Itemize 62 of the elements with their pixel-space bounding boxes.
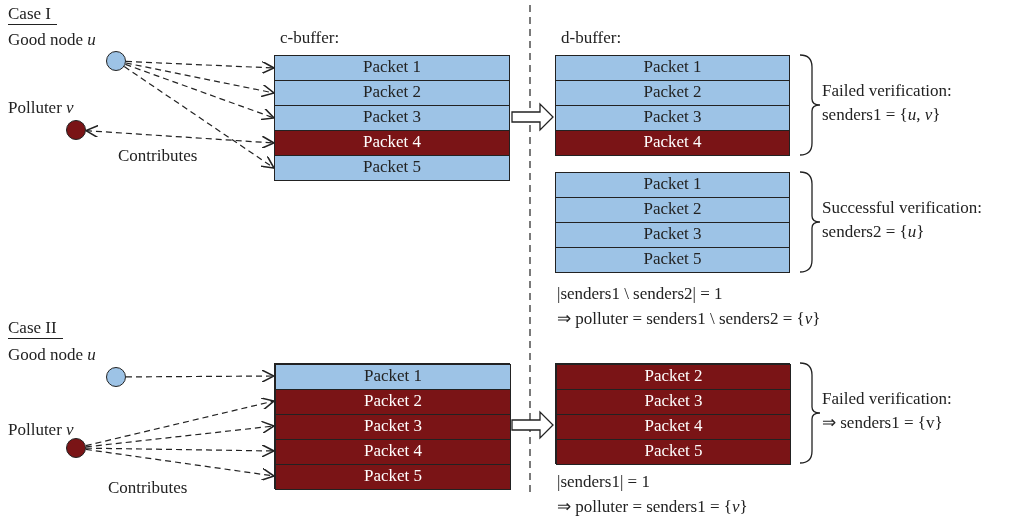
- packet-row: Packet 4: [275, 439, 511, 465]
- edge-caption: Contributes: [108, 478, 188, 498]
- case-heading: Case II: [8, 318, 63, 339]
- packet-row: Packet 4: [556, 414, 791, 440]
- equation: ⇒ polluter = senders1 \ senders2 = {v}: [557, 309, 821, 329]
- packet-row: Packet 5: [556, 439, 791, 465]
- verification-status: Failed verification:: [822, 389, 952, 409]
- block-arrow: [511, 410, 554, 440]
- arrow: [124, 63, 275, 121]
- buffer-stack: [555, 28, 790, 155]
- block-arrow: [511, 102, 554, 132]
- packet-row: Packet 2: [555, 80, 790, 106]
- packet-row: Packet 3: [274, 105, 510, 131]
- packet-row: Packet 4: [274, 130, 510, 156]
- buffer-label: c-buffer:: [280, 28, 340, 48]
- node-label: Polluter v: [8, 420, 74, 440]
- node-circle: [66, 438, 86, 458]
- buffer-stack: [274, 28, 510, 180]
- arrow: [85, 448, 275, 482]
- packet-row: Packet 3: [555, 105, 790, 131]
- edge-caption: Contributes: [118, 146, 198, 166]
- equation: ⇒ polluter = senders1 = {v}: [557, 497, 748, 517]
- buffer-stack: [274, 363, 510, 489]
- packet-row: Packet 3: [555, 222, 790, 248]
- packet-row: Packet 2: [275, 389, 511, 415]
- packet-row: Packet 2: [556, 364, 791, 390]
- packet-row: Packet 1: [555, 55, 790, 81]
- packet-row: Packet 4: [555, 130, 790, 156]
- packet-row: Packet 5: [555, 247, 790, 273]
- equation: |senders1| = 1: [557, 472, 650, 492]
- node-circle: [106, 367, 126, 387]
- arrow: [123, 66, 275, 169]
- sender-set: senders1 = {u, v}: [822, 105, 941, 125]
- node-label: Good node u: [8, 30, 96, 50]
- packet-row: Packet 1: [275, 364, 511, 390]
- verification-status: Failed verification:: [822, 81, 952, 101]
- packet-row: Packet 2: [274, 80, 510, 106]
- packet-row: Packet 1: [555, 172, 790, 198]
- packet-row: Packet 5: [274, 155, 510, 181]
- packet-row: Packet 1: [274, 55, 510, 81]
- packet-row: Packet 2: [555, 197, 790, 223]
- arrow: [85, 124, 275, 149]
- case-heading: Case I: [8, 4, 57, 25]
- arrow: [125, 60, 275, 75]
- arrow: [125, 62, 275, 98]
- sender-set: ⇒ senders1 = {v}: [822, 413, 943, 433]
- equation: |senders1 \ senders2| = 1: [557, 284, 723, 304]
- node-circle: [66, 120, 86, 140]
- arrow: [125, 369, 275, 383]
- node-circle: [106, 51, 126, 71]
- node-label: Good node u: [8, 345, 96, 365]
- arrow: [85, 420, 275, 448]
- buffer-stack: [555, 363, 790, 464]
- packet-row: Packet 3: [556, 389, 791, 415]
- node-label: Polluter v: [8, 98, 74, 118]
- packet-row: Packet 5: [275, 464, 511, 490]
- verification-status: Successful verification:: [822, 198, 983, 218]
- arrow: [85, 397, 275, 447]
- buffer-label: d-buffer:: [561, 28, 622, 48]
- sender-set: senders2 = {u}: [822, 222, 925, 242]
- packet-row: Packet 3: [275, 414, 511, 440]
- arrow: [85, 444, 275, 458]
